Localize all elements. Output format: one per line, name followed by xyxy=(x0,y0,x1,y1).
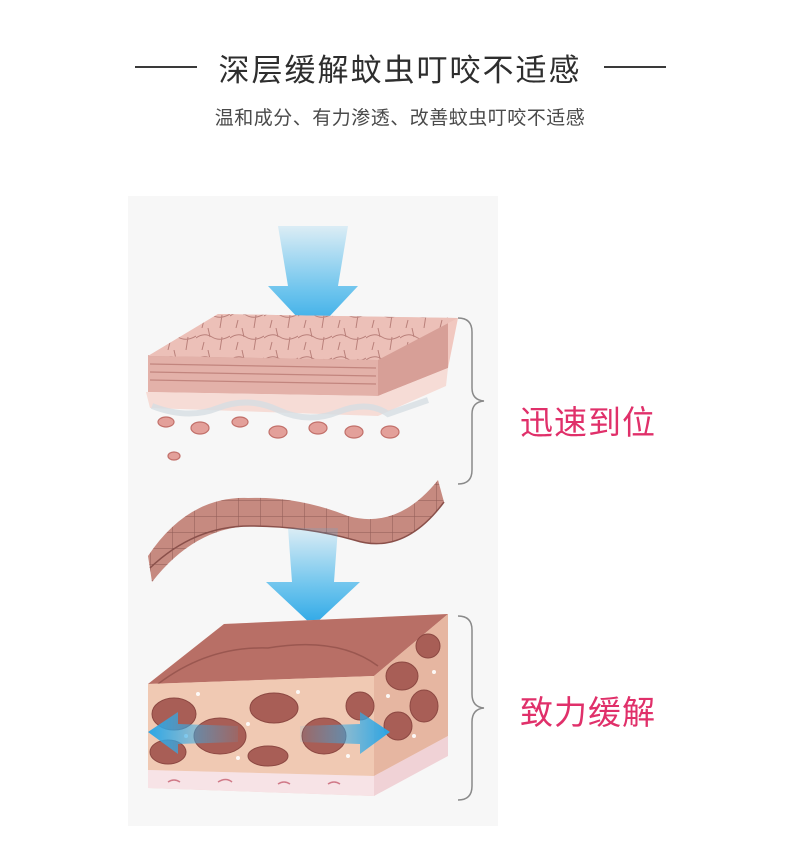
title-row: 深层缓解蚊虫叮咬不适感 xyxy=(0,42,800,92)
cell-dots-row xyxy=(157,416,400,461)
left-arrow-icon xyxy=(148,712,238,754)
title-right-rule xyxy=(603,66,666,68)
bracket-top xyxy=(457,317,485,485)
skin-layers-illustration xyxy=(128,196,498,826)
label-relief: 致力缓解 xyxy=(520,693,656,732)
bracket-bottom xyxy=(457,615,485,801)
page-subtitle: 温和成分、有力渗透、改善蚊虫叮咬不适感 xyxy=(214,107,586,129)
title-left-rule xyxy=(134,66,197,68)
label-fast-penetration: 迅速到位 xyxy=(520,403,656,442)
subcutaneous-tissue-block xyxy=(148,614,448,796)
header: 深层缓解蚊虫叮咬不适感 温和成分、有力渗透、改善蚊虫叮咬不适感 xyxy=(0,0,800,150)
page-title: 深层缓解蚊虫叮咬不适感 xyxy=(218,52,582,89)
down-arrow-icon xyxy=(266,528,360,626)
right-arrow-icon xyxy=(300,712,390,754)
down-arrow-icon xyxy=(268,226,358,334)
epidermis-layer xyxy=(146,314,458,421)
